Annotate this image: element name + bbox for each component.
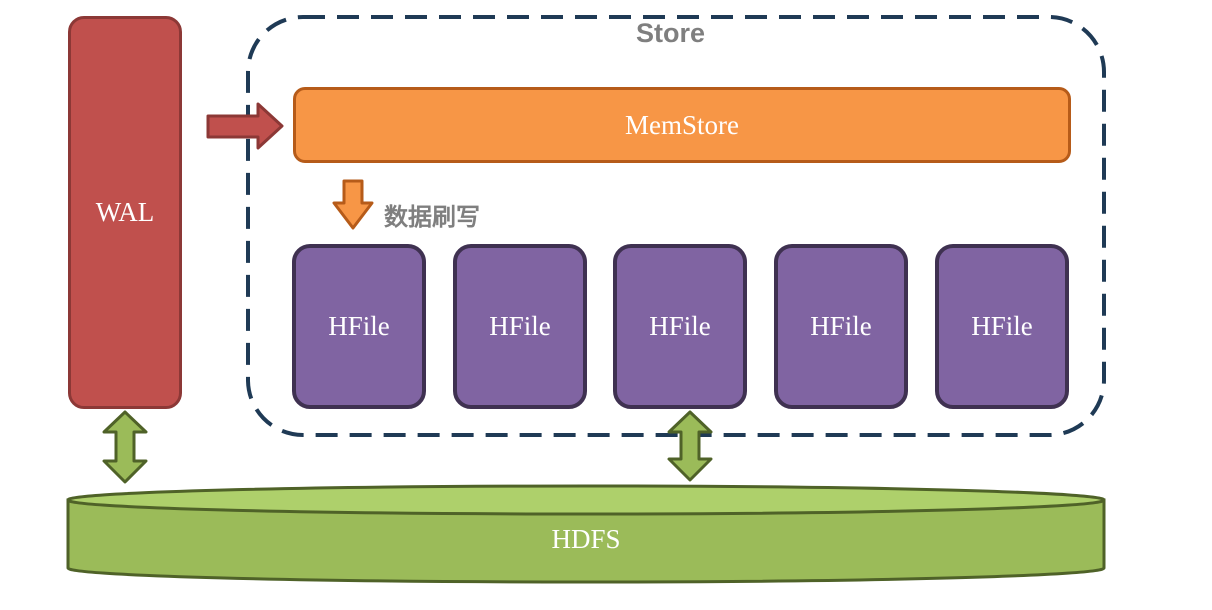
flush-label: 数据刷写: [384, 203, 480, 231]
hdfs-cylinder: [66, 484, 1106, 584]
wal-to-memstore-arrow: [206, 102, 284, 150]
hfile-box: HFile: [935, 244, 1069, 409]
store-title: Store: [636, 18, 706, 48]
hfile-box: HFile: [292, 244, 426, 409]
hfile-hdfs-double-arrow: [667, 410, 713, 482]
wal-label: WAL: [95, 197, 155, 227]
hfile-box: HFile: [453, 244, 587, 409]
store-boundary: [246, 15, 1106, 437]
hfile-label: HFile: [810, 311, 872, 341]
memstore-box: MemStore: [293, 87, 1071, 163]
hdfs-label: HDFS: [551, 524, 621, 554]
wal-hdfs-double-arrow: [102, 410, 148, 484]
wal-box: WAL: [68, 16, 182, 409]
memstore-label: MemStore: [625, 109, 739, 140]
hfile-label: HFile: [971, 311, 1033, 341]
hfile-label: HFile: [328, 311, 390, 341]
hfile-box: HFile: [613, 244, 747, 409]
hfile-box: HFile: [774, 244, 908, 409]
hfile-label: HFile: [649, 311, 711, 341]
hfile-label: HFile: [489, 311, 551, 341]
flush-down-arrow: [332, 179, 374, 230]
